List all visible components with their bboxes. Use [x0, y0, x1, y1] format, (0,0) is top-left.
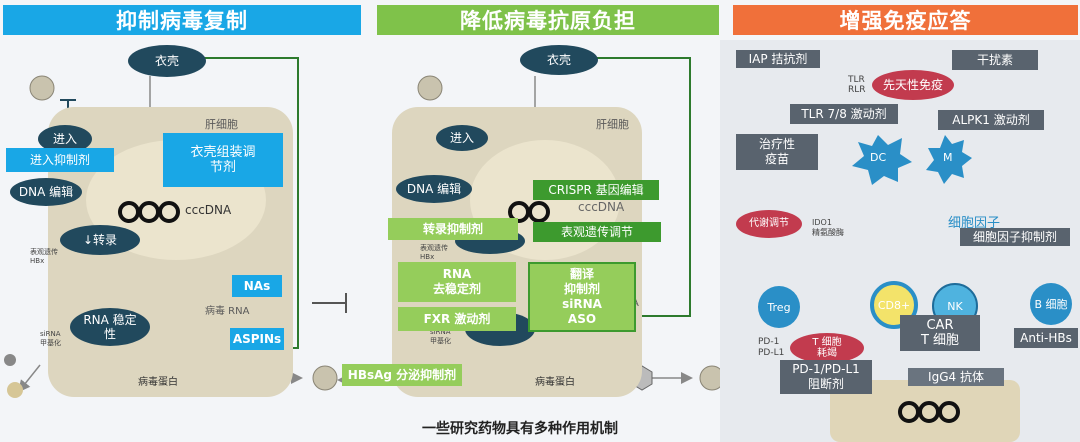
treg-cell: Treg	[758, 286, 800, 328]
ido1-label: IDO1 精氨酸酶	[812, 218, 844, 237]
dc-m-cells	[852, 135, 972, 185]
anti-hbs-box: Anti-HBs	[1014, 328, 1078, 348]
interferon-box: 干扰素	[952, 50, 1038, 70]
hbsag-secretion-inhibitor-box: HBsAg 分泌抑制剂	[342, 364, 462, 386]
iap-antagonist-box: IAP 拮抗剂	[736, 50, 820, 68]
cccdna-ring	[938, 401, 960, 423]
dc-label: DC	[870, 151, 887, 164]
fxr-agonist-box: FXR 激动剂	[398, 307, 516, 331]
alpk1-agonist-box: ALPK1 激动剂	[938, 110, 1044, 130]
dna-edit-node-1: DNA 编辑	[10, 178, 82, 206]
epigenetic-label-1: 表观遗传 HBx	[30, 248, 58, 265]
aspins-box: ASPINs	[230, 328, 284, 350]
metabolic-regulation-node: 代谢调节	[736, 210, 802, 238]
epigenetic-label-2: 表观遗传 HBx	[420, 244, 448, 261]
liver-label-2: 肝细胞	[596, 118, 629, 131]
entry-inhibitor-box: 进入抑制剂	[6, 148, 114, 172]
viral-protein-label-2: 病毒蛋白	[535, 377, 575, 388]
liver-label-1: 肝细胞	[205, 118, 238, 131]
header-enhance-immunity: 增强免疫应答	[733, 5, 1078, 35]
translation-inhibitor-box: 翻译 抑制剂 siRNA ASO	[528, 262, 636, 332]
entry-node-2: 进入	[436, 125, 488, 151]
m-label: M	[943, 151, 953, 164]
epigenetic-modulator-box: 表观遗传调节	[533, 222, 661, 242]
cccdna-ring	[528, 201, 550, 223]
t-cell-exhaustion-node: T 细胞 耗竭	[790, 333, 864, 363]
cytokine-inhibitor-box: 细胞因子抑制剂	[960, 228, 1070, 246]
viral-protein-label-1: 病毒蛋白	[138, 377, 178, 388]
rna-destabilizer-box: RNA 去稳定剂	[398, 262, 516, 302]
transcription-node: ↓转录	[60, 225, 140, 255]
cccdna-ring	[158, 201, 180, 223]
rna-stability-node: RNA 稳定 性	[70, 308, 150, 346]
header-suppress-replication: 抑制病毒复制	[3, 5, 361, 35]
cccdna-ring	[138, 201, 160, 223]
cccdna-ring	[918, 401, 940, 423]
igg4-antibody-box: IgG4 抗体	[908, 368, 1004, 386]
cccdna-label-1: cccDNA	[185, 203, 232, 217]
capsid-modulator-box: 衣壳组装调 节剂	[163, 133, 283, 187]
capsid-node-1: 衣壳	[128, 45, 206, 77]
header-reduce-antigen: 降低病毒抗原负担	[377, 5, 719, 35]
sirna-label-2: siRNA 甲基化	[430, 328, 451, 345]
viral-rna-label: 病毒 RNA	[205, 306, 250, 317]
therapeutic-vaccine-box: 治疗性 疫苗	[736, 134, 818, 170]
crispr-box: CRISPR 基因编辑	[533, 180, 659, 200]
capsid-node-2: 衣壳	[520, 45, 598, 75]
sirna-label-1: siRNA 甲基化	[40, 330, 61, 347]
cccdna-label-2: cccDNA	[578, 200, 625, 214]
cytokine-label: 细胞因子	[948, 216, 1001, 231]
cccdna-ring	[118, 201, 140, 223]
cccdna-ring	[898, 401, 920, 423]
pd1-label: PD-1 PD-L1	[758, 337, 785, 358]
tlr78-agonist-box: TLR 7/8 激动剂	[790, 104, 898, 124]
innate-immunity-node: 先天性免疫	[872, 70, 954, 100]
footer-note: 一些研究药物具有多种作用机制	[422, 421, 618, 437]
nas-box: NAs	[232, 275, 282, 297]
transcription-inhibitor-box: 转录抑制剂	[388, 218, 518, 240]
car-t-box: CAR T 细胞	[900, 315, 980, 351]
dna-edit-node-2: DNA 编辑	[396, 175, 472, 203]
pd1-blocker-box: PD-1/PD-L1 阻断剂	[780, 360, 872, 394]
tlr-rlr-label: TLR RLR	[848, 75, 866, 95]
b-cell: B 细胞	[1030, 283, 1072, 325]
